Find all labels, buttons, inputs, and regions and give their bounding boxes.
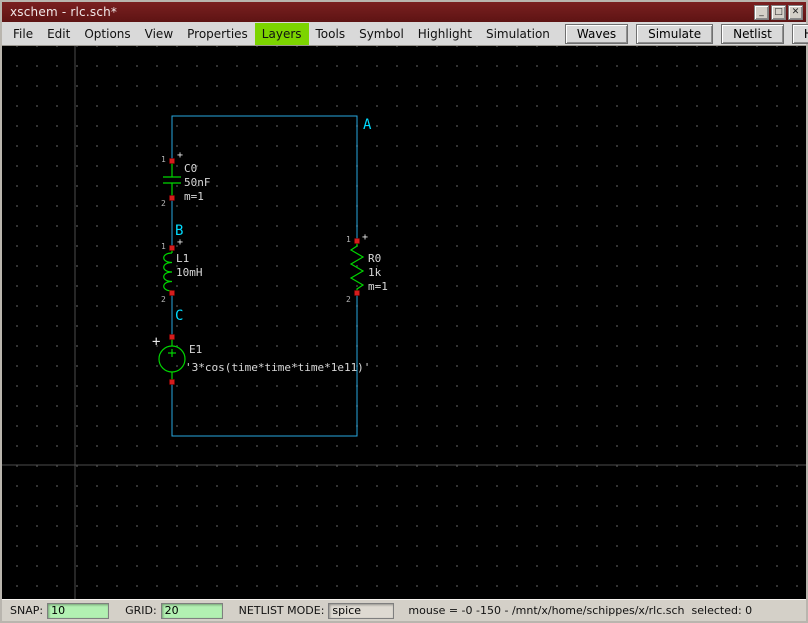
menu-properties[interactable]: Properties — [187, 26, 248, 41]
circuit-wires[interactable] — [171, 115, 358, 437]
component-source[interactable]: + E1 '3*cos(time*time*time*1e11)' — [152, 334, 370, 385]
node-label-b[interactable]: B — [175, 223, 183, 239]
schematic-canvas[interactable]: 1 + 2 C0 50nF m=1 B 1 + 2 L1 10mH — [2, 46, 806, 599]
minimize-button[interactable]: _ — [754, 4, 769, 20]
component-resistor[interactable]: 1 + 2 R0 1k m=1 — [346, 232, 388, 304]
resistor-plus: + — [362, 232, 368, 243]
resistor-pin2: 2 — [346, 295, 351, 304]
inductor-pin1: 1 — [161, 242, 166, 251]
source-plus: + — [152, 334, 160, 350]
maximize-button[interactable]: □ — [771, 4, 786, 20]
menu-simulation[interactable]: Simulation — [485, 26, 550, 41]
capacitor-pin1: 1 — [161, 155, 166, 164]
snap-label: SNAP: — [10, 604, 44, 617]
capacitor-ref: C0 — [184, 162, 197, 175]
capacitor-pin2: 2 — [161, 199, 166, 208]
mouse-status-text: mouse = -0 -150 - /mnt/x/home/schippes/x… — [408, 604, 753, 617]
menu-layers[interactable]: Layers — [254, 22, 309, 45]
window-controls: _ □ ✕ — [754, 4, 803, 20]
resistor-mult: m=1 — [368, 280, 388, 293]
netlist-button[interactable]: Netlist — [721, 23, 784, 44]
menu-view[interactable]: View — [144, 26, 174, 41]
node-label-c[interactable]: C — [175, 308, 183, 324]
schematic-svg: 1 + 2 C0 50nF m=1 B 1 + 2 L1 10mH — [2, 46, 806, 599]
menu-symbol[interactable]: Symbol — [359, 26, 404, 41]
netlist-mode-label: NETLIST MODE: — [238, 604, 325, 617]
inductor-value: 10mH — [176, 266, 203, 279]
capacitor-plus: + — [177, 150, 183, 161]
close-button[interactable]: ✕ — [788, 4, 803, 20]
netlist-mode-input[interactable] — [328, 602, 395, 619]
inductor-ref: L1 — [176, 252, 189, 265]
help-button[interactable]: Help — [791, 23, 808, 44]
menubar: File Edit Options View Properties Layers… — [2, 22, 808, 46]
grid-input[interactable] — [160, 602, 223, 619]
capacitor-value: 50nF — [184, 176, 211, 189]
component-capacitor[interactable]: 1 + 2 C0 50nF m=1 — [161, 150, 211, 208]
menu-edit[interactable]: Edit — [47, 26, 71, 41]
capacitor-mult: m=1 — [184, 190, 204, 203]
resistor-ref: R0 — [368, 252, 381, 265]
menu-options[interactable]: Options — [84, 26, 131, 41]
origin-axes — [2, 46, 806, 599]
titlebar: xschem - rlc.sch* _ □ ✕ — [2, 2, 806, 22]
grid-label: GRID: — [125, 604, 157, 617]
node-label-a[interactable]: A — [363, 117, 372, 133]
snap-input[interactable] — [47, 602, 110, 619]
source-value: '3*cos(time*time*time*1e11)' — [185, 361, 370, 374]
resistor-pin1: 1 — [346, 235, 351, 244]
inductor-plus: + — [177, 237, 183, 248]
menu-tools[interactable]: Tools — [315, 26, 346, 41]
simulate-button[interactable]: Simulate — [636, 23, 714, 44]
resistor-value: 1k — [368, 266, 382, 279]
menu-file[interactable]: File — [13, 26, 34, 41]
source-ref: E1 — [189, 343, 202, 356]
inductor-pin2: 2 — [161, 295, 166, 304]
component-inductor[interactable]: 1 + 2 L1 10mH — [161, 237, 203, 304]
window-title: xschem - rlc.sch* — [10, 5, 118, 19]
menu-highlight[interactable]: Highlight — [417, 26, 472, 41]
waves-button[interactable]: Waves — [564, 23, 629, 44]
statusbar: SNAP: GRID: NETLIST MODE: mouse = -0 -15… — [2, 599, 806, 621]
